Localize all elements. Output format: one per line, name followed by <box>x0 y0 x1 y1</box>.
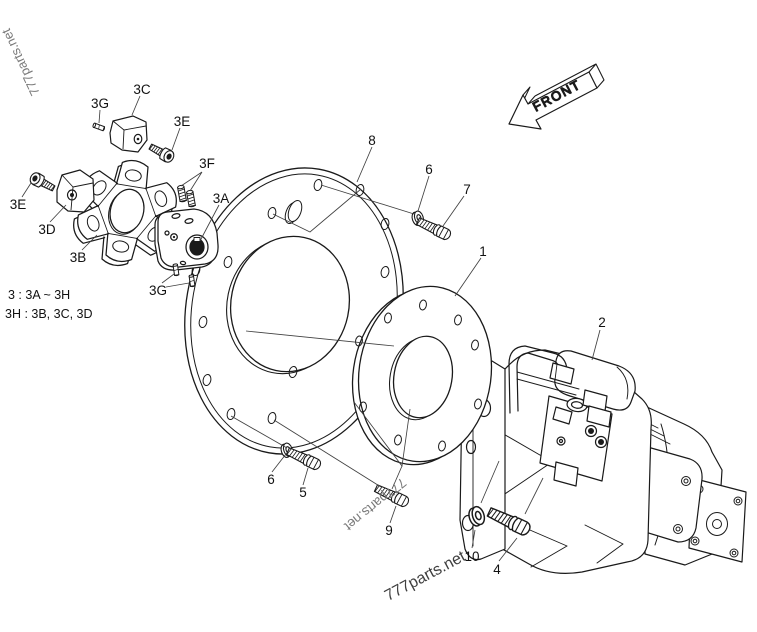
front-arrow: FRONT <box>508 63 605 130</box>
leader-lines <box>21 95 601 562</box>
label-10: 10 <box>464 549 479 564</box>
socket-bolt-3e-left <box>27 170 58 195</box>
label-3e-top: 3E <box>174 114 191 129</box>
clamp-3c <box>109 115 148 153</box>
label-3c: 3C <box>133 82 151 97</box>
bolt-7 <box>415 215 453 242</box>
watermark-bottom: 777parts.net <box>382 548 469 605</box>
clamp-3d <box>56 169 95 213</box>
set-screw-3f-2 <box>185 189 197 208</box>
label-1: 1 <box>479 244 487 259</box>
valve-plugs <box>556 424 608 449</box>
label-5: 5 <box>299 485 307 500</box>
label-3a: 3A <box>213 191 230 206</box>
label-7: 7 <box>463 182 471 197</box>
pin-3g-top <box>92 122 106 132</box>
note-line-2: 3H : 3B, 3C, 3D <box>5 307 93 321</box>
label-3g-top: 3G <box>91 96 109 111</box>
label-6-bottom: 6 <box>267 472 275 487</box>
coupling-spider-3b <box>73 159 177 267</box>
adapter-plate-1 <box>351 285 493 466</box>
pump-assembly <box>459 345 747 574</box>
hub-keyway <box>193 237 201 242</box>
set-screw-3f-1 <box>176 184 188 203</box>
label-8: 8 <box>368 133 376 148</box>
coupling-hub-3a <box>154 208 219 271</box>
label-2: 2 <box>598 315 606 330</box>
note-line-1: 3 : 3A ~ 3H <box>8 288 70 302</box>
label-3b: 3B <box>70 250 87 265</box>
label-3g-bottom: 3G <box>149 283 167 298</box>
label-3e-left: 3E <box>10 197 27 212</box>
pump-tube <box>508 345 580 425</box>
mounting-plate-8 <box>184 167 404 455</box>
plate-1-bolt-holes <box>355 299 482 452</box>
plate-8-slot <box>284 199 303 225</box>
label-3f: 3F <box>199 156 215 171</box>
label-6-top: 6 <box>425 162 433 177</box>
spider-lobe-holes <box>86 169 168 253</box>
label-9: 9 <box>385 523 393 538</box>
label-4: 4 <box>493 562 501 577</box>
pin-3g-bottom-2 <box>188 274 196 288</box>
watermark-top-left: 777parts.net <box>0 26 43 98</box>
socket-bolt-3e-top <box>146 140 177 165</box>
reference-notes: 3 : 3A ~ 3H 3H : 3B, 3C, 3D <box>5 288 93 321</box>
label-3d: 3D <box>38 222 56 237</box>
